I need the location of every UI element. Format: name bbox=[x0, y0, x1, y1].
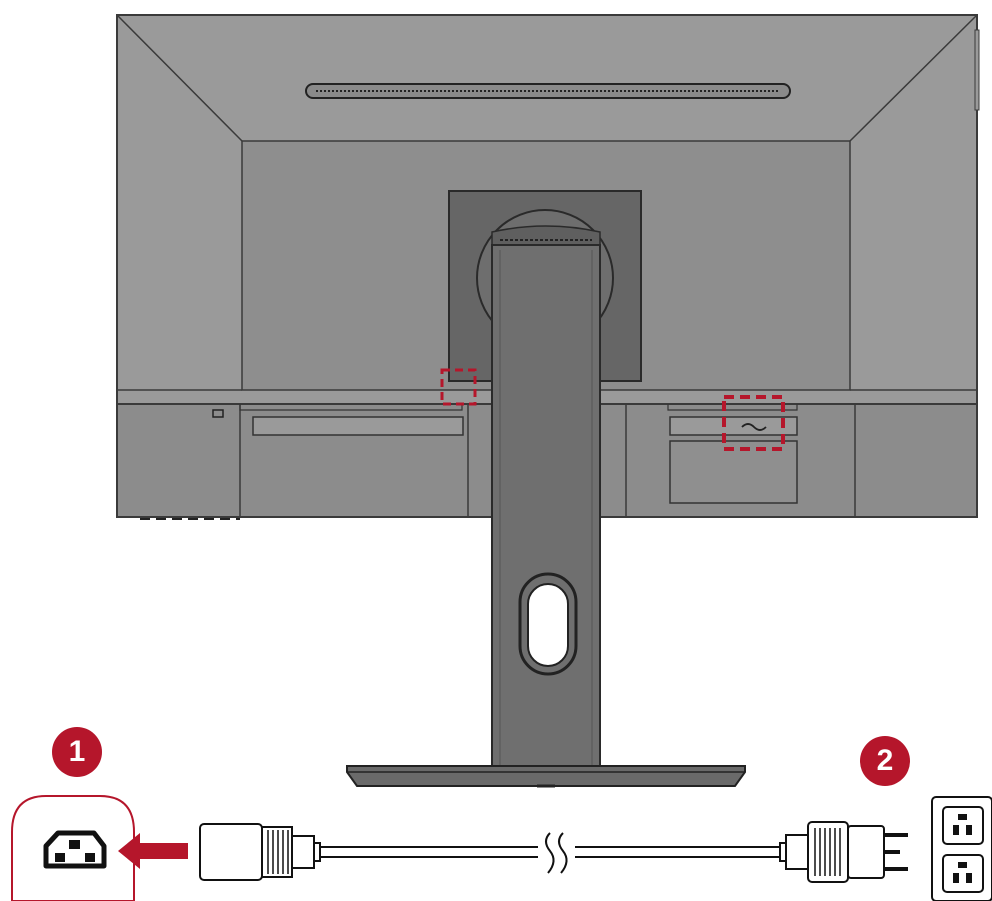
port-recess-left bbox=[252, 416, 464, 436]
stand-base bbox=[346, 765, 746, 787]
lock-slot-icon bbox=[212, 409, 224, 418]
highlight-power-port bbox=[722, 395, 785, 451]
wall-outlet-icon bbox=[931, 796, 992, 901]
power-port-recess bbox=[669, 416, 798, 436]
power-cable bbox=[199, 821, 908, 883]
stand bbox=[346, 190, 746, 788]
step-1-badge: 1 bbox=[52, 727, 102, 777]
step-2-badge: 2 bbox=[860, 736, 910, 786]
lower-port-recess bbox=[669, 440, 798, 504]
ac-symbol-icon bbox=[741, 423, 767, 431]
power-inlet-callout bbox=[11, 795, 135, 901]
cable-break-icon bbox=[545, 832, 568, 874]
monitor-back bbox=[116, 14, 980, 520]
arrow-left-icon bbox=[118, 833, 188, 869]
cable-connector-c13 bbox=[199, 823, 263, 881]
power-inlet-icon bbox=[43, 830, 107, 869]
highlight-stand-lock bbox=[440, 368, 477, 406]
stand-neck bbox=[491, 244, 601, 768]
power-plug-icon bbox=[779, 821, 908, 883]
